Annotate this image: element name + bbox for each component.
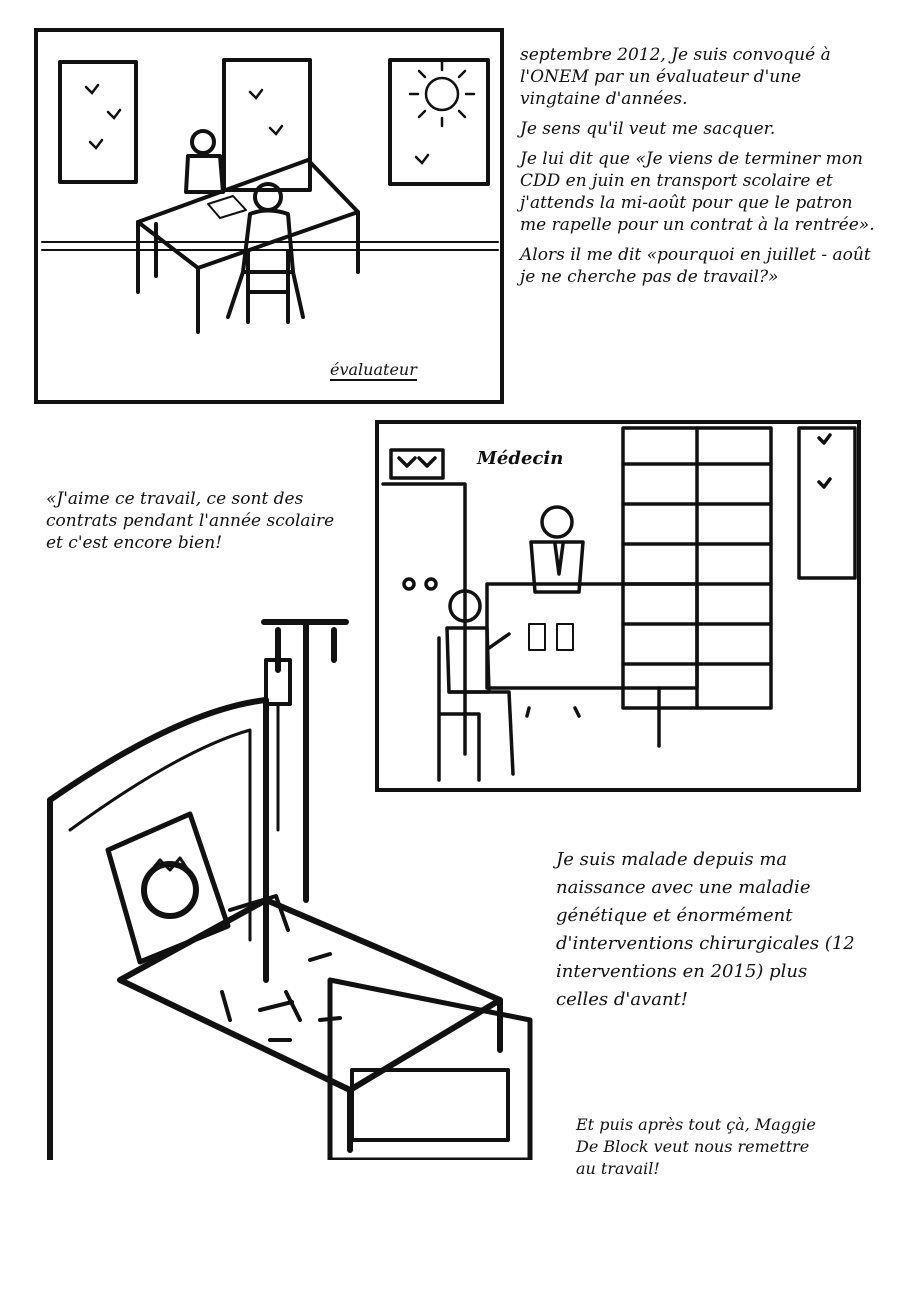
doctor-quote: «J'aime ce travail, ce sont des contrats… xyxy=(46,489,335,553)
doctor-office-drawing xyxy=(381,426,857,782)
closing-text: Et puis après tout çà, Maggie De Block v… xyxy=(576,1115,816,1178)
caption-line: Je lui dit que «Je viens de terminer mon… xyxy=(520,149,875,235)
evaluator-label: évaluateur xyxy=(330,360,417,381)
caption-line: septembre 2012, Je suis convoqué à l'ONE… xyxy=(520,45,831,109)
evaluator-caption: septembre 2012, Je suis convoqué à l'ONE… xyxy=(520,44,880,296)
caption-line: Je sens qu'il veut me sacquer. xyxy=(520,119,776,139)
hospital-bed-drawing xyxy=(47,619,533,1160)
illness-caption: Je suis malade depuis ma naissance avec … xyxy=(556,849,855,1010)
panel-doctor: Médecin xyxy=(375,420,861,792)
panel-evaluator: évaluateur xyxy=(34,28,504,404)
evaluator-office-drawing xyxy=(41,58,499,334)
caption-line: Alors il me dit «pourquoi en juillet - a… xyxy=(520,245,871,287)
doctor-sign: Médecin xyxy=(477,448,564,469)
